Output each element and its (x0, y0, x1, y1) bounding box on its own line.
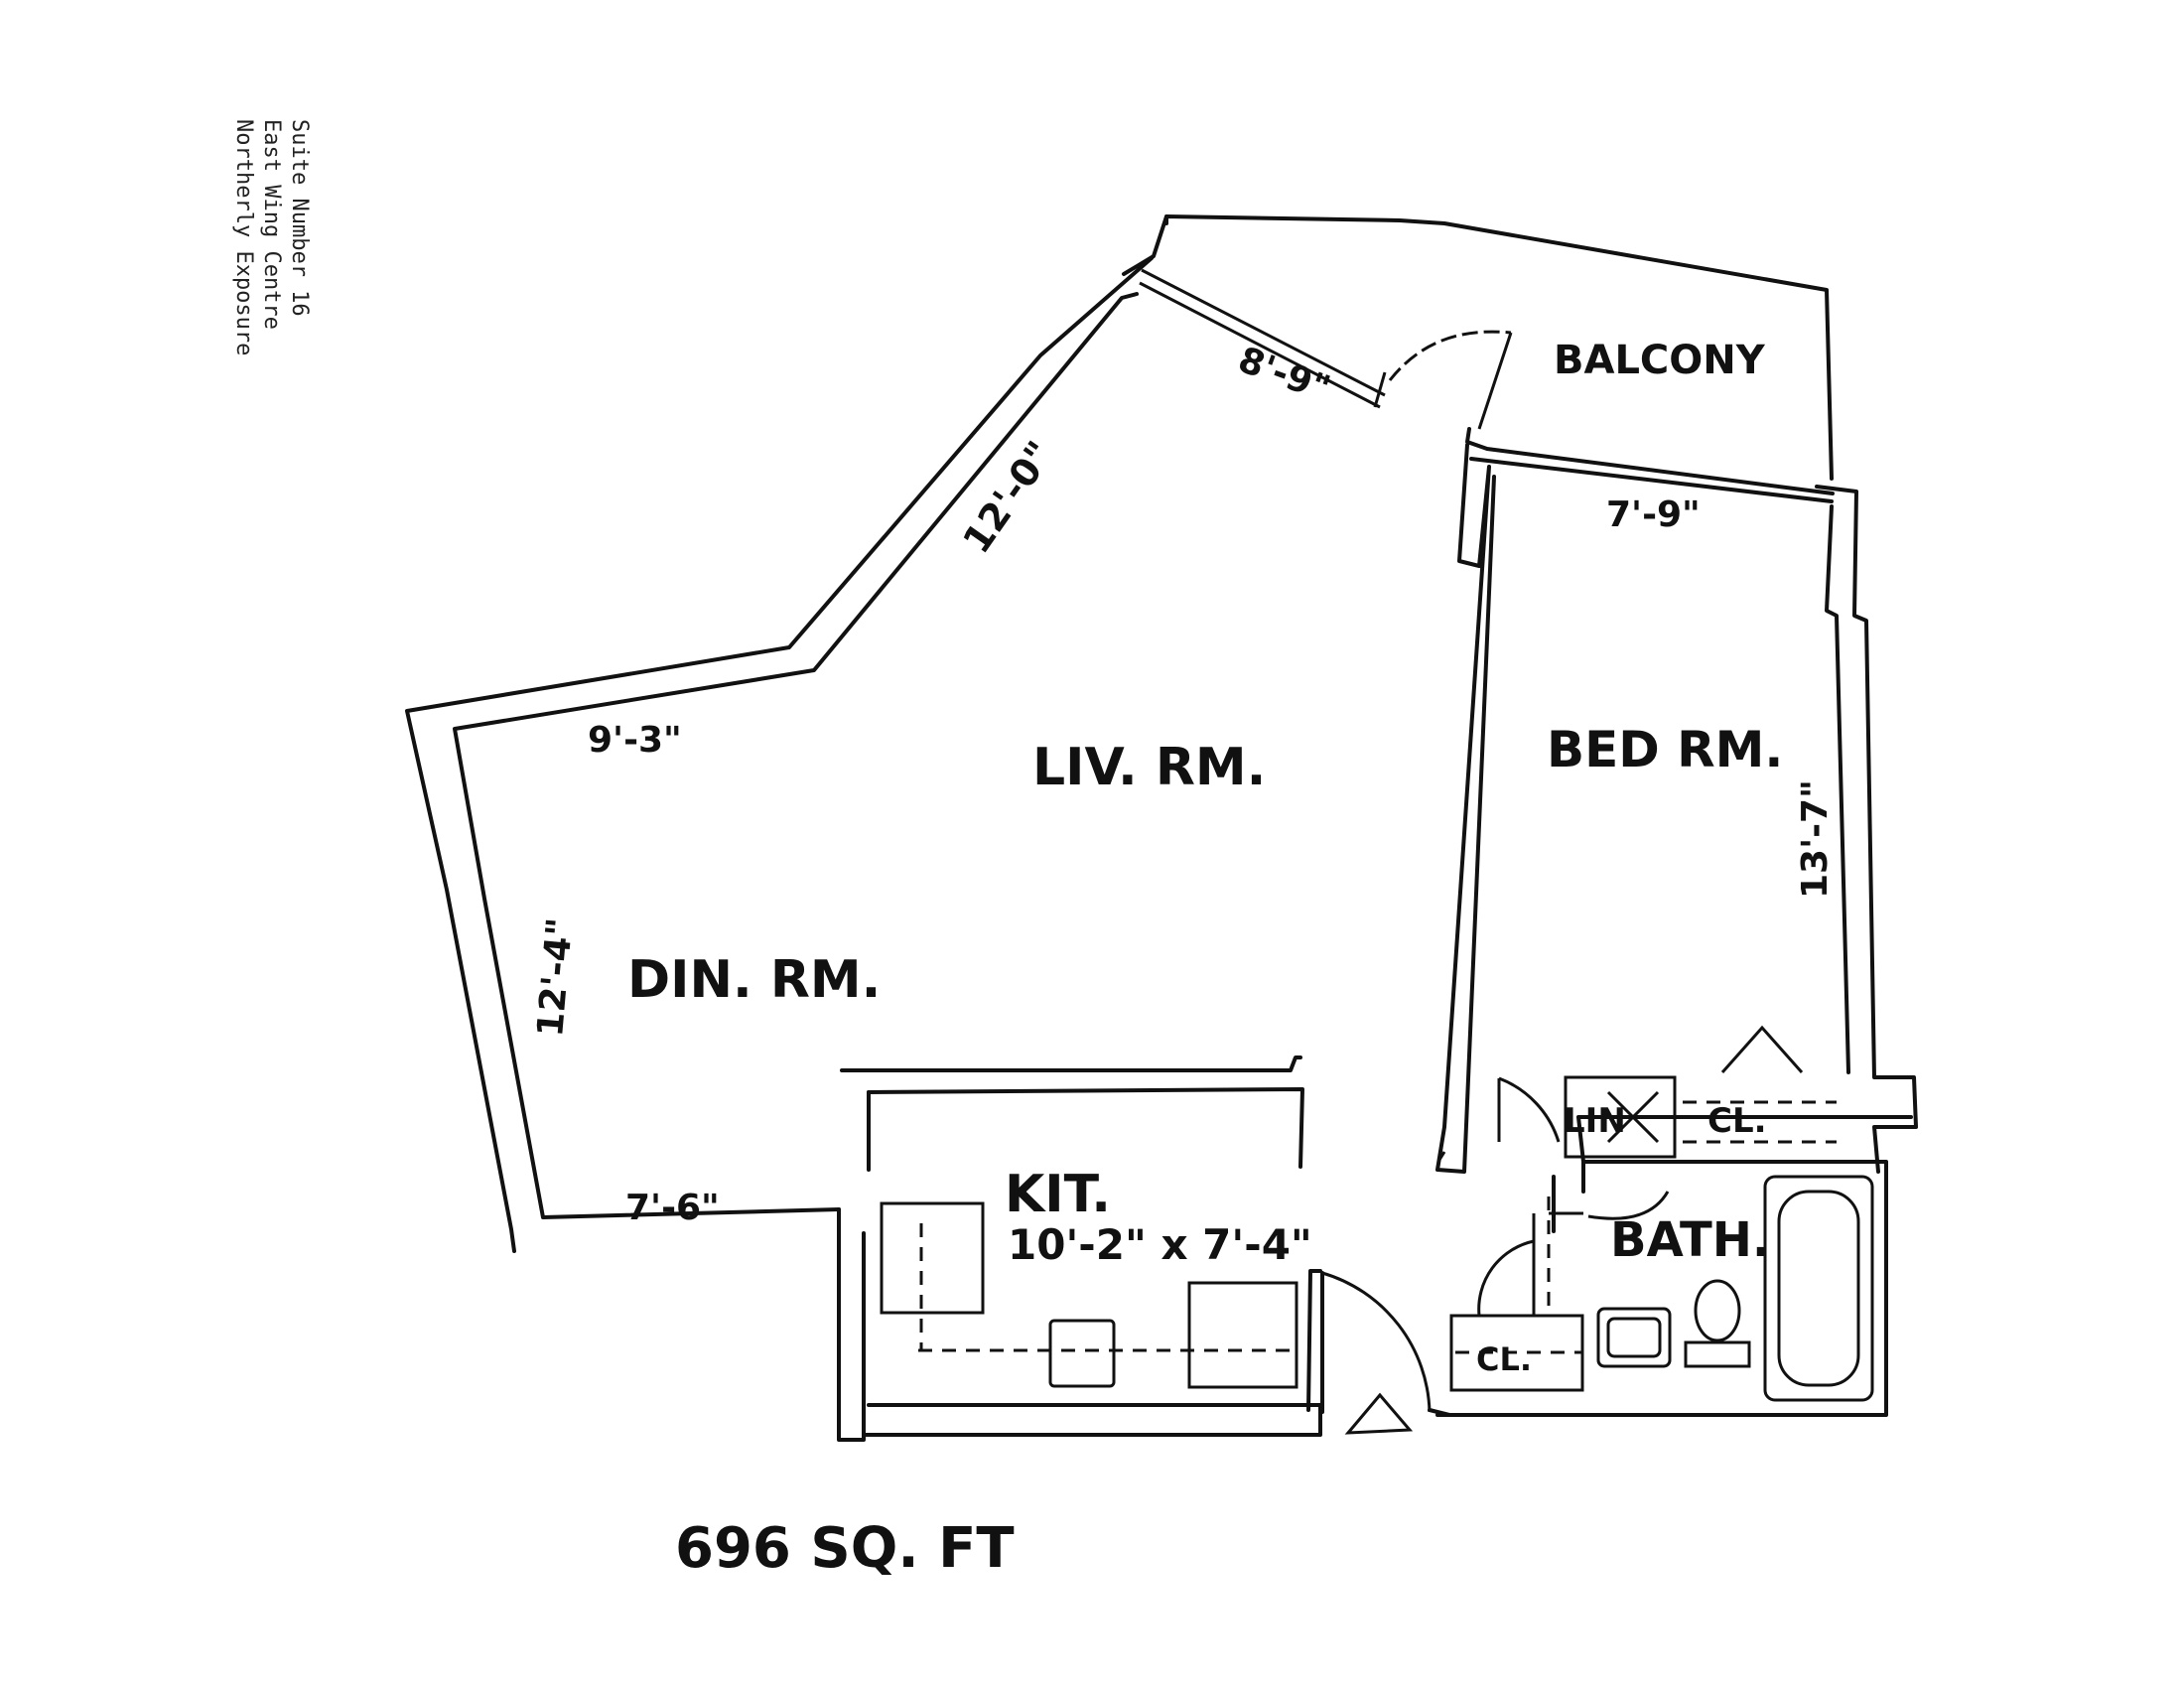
entry-door (1320, 1271, 1451, 1435)
area-label: 696 SQ. FT (675, 1516, 1015, 1581)
bedroom-top-dimension: 7'-9" (1606, 494, 1701, 535)
bedroom-label: BED RM. (1547, 721, 1783, 778)
dining-room-label: DIN. RM. (627, 950, 881, 1010)
balcony-label: BALCONY (1554, 338, 1766, 383)
bath-block (1435, 1025, 1913, 1417)
living-diagonal-dimension: 12'-0" (954, 433, 1062, 561)
balcony-door-dimension: 8'-9" (1233, 340, 1335, 410)
bath-label: BATH. (1610, 1212, 1770, 1268)
closet-label: CL. (1707, 1101, 1767, 1141)
living-room-label: LIV. RM. (1032, 738, 1266, 797)
dining-bottom-dimension: 7'-6" (625, 1188, 720, 1228)
linen-label: LIN (1564, 1101, 1626, 1141)
balcony-door-swing (1388, 330, 1512, 381)
balcony-door-leaf (1477, 332, 1513, 430)
dining-side-dimension: 12'-4" (530, 916, 581, 1039)
kitchen-label: KIT. (1005, 1165, 1111, 1224)
outer-walls (405, 214, 1918, 1253)
kitchen-size-label: 10'-2" x 7'-4" (1008, 1220, 1312, 1269)
bedroom-side-dimension: 13'-7" (1795, 779, 1836, 899)
closet-label: CL. (1476, 1340, 1532, 1378)
dining-top-dimension: 9'-3" (588, 720, 682, 761)
kitchen-walls (837, 1055, 1322, 1442)
